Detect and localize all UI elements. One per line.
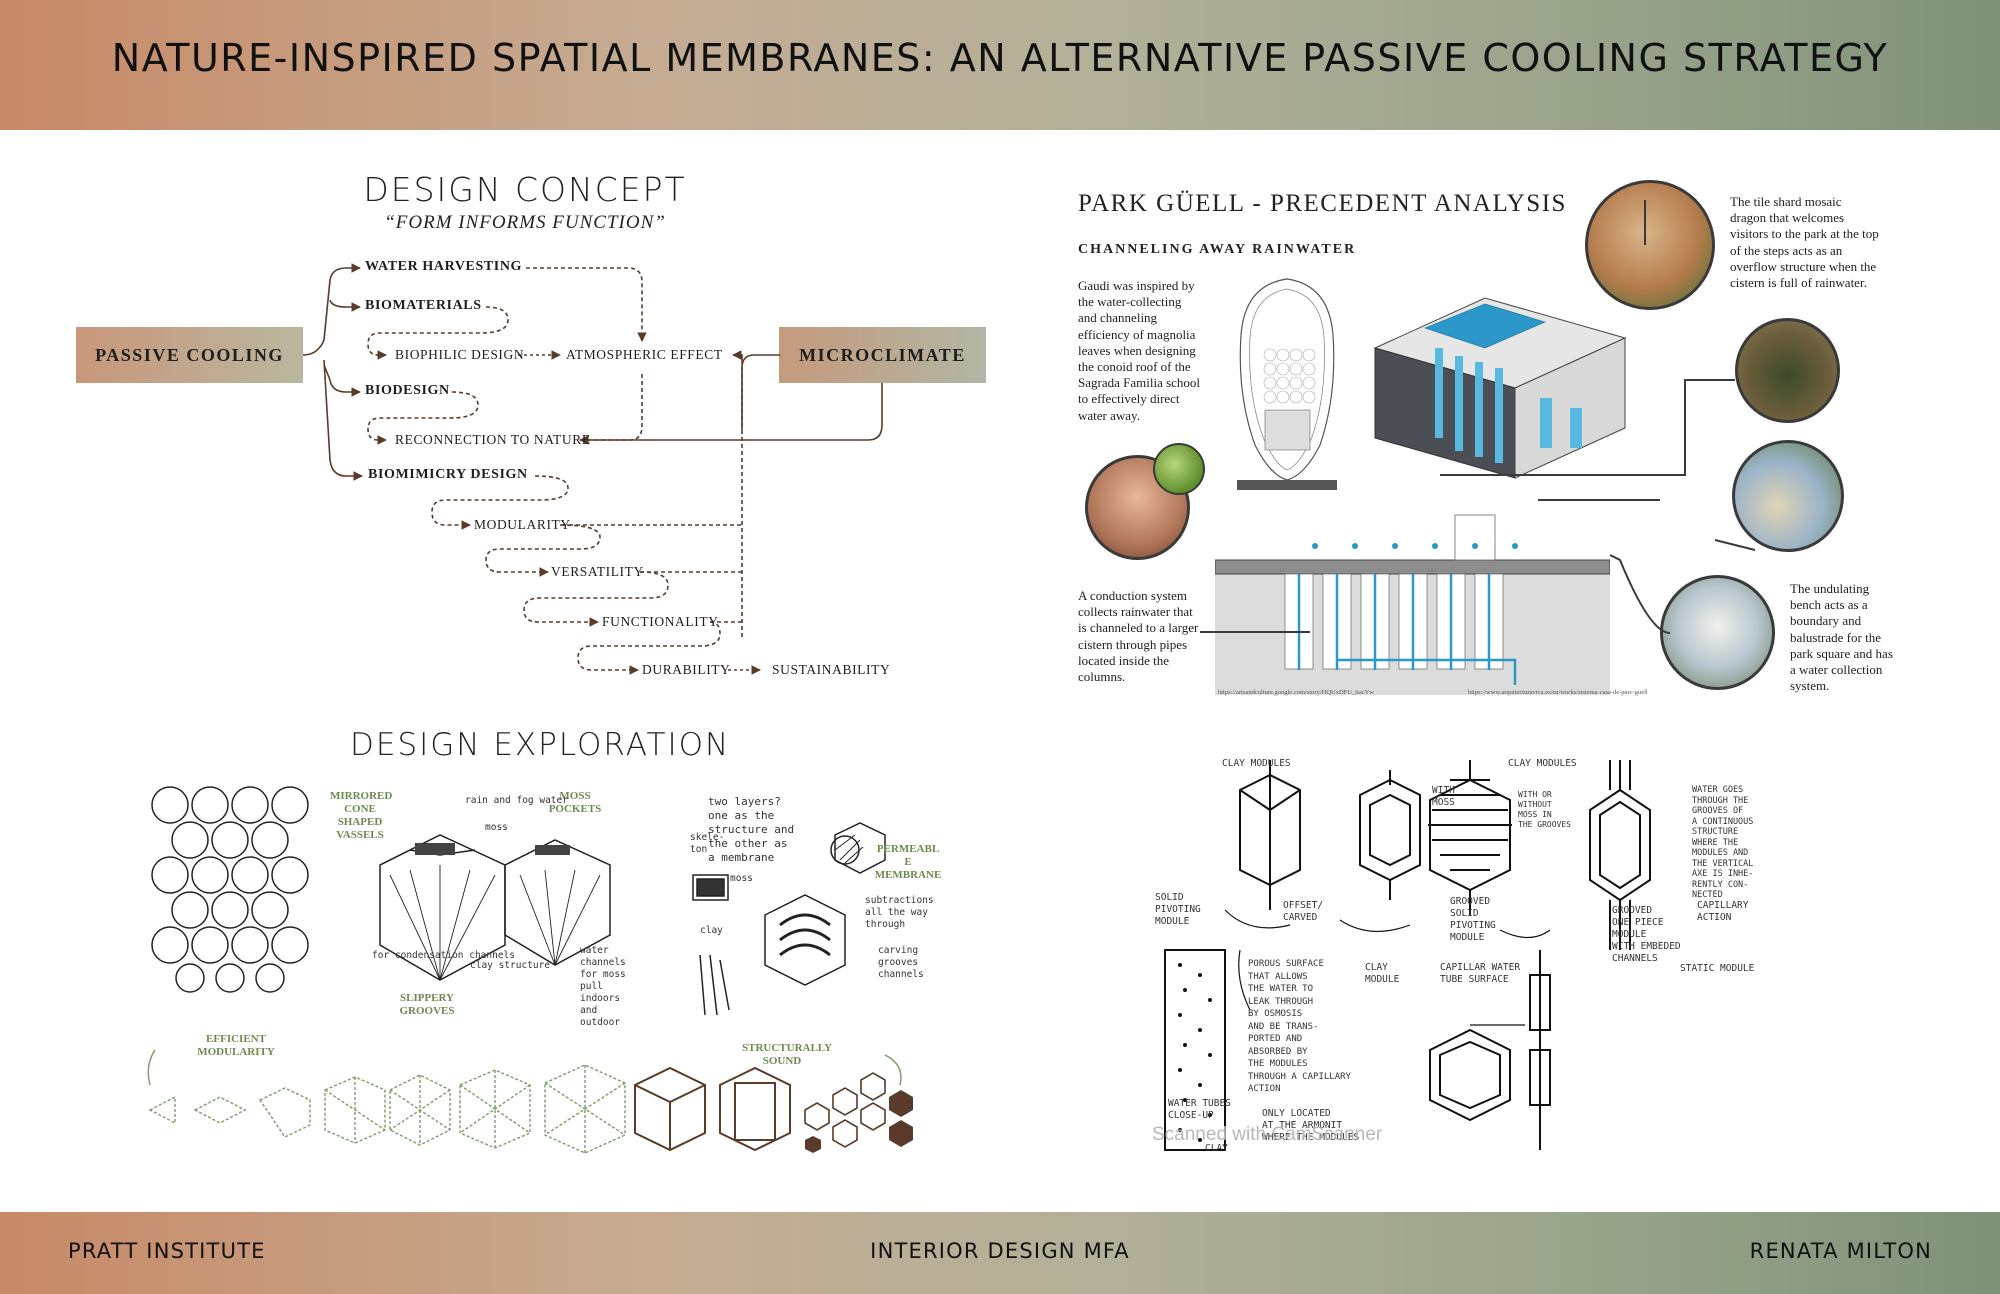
hand-two-layers: two layers? one as the structure and the… [708,795,795,864]
precedent-connectors [1200,200,1756,634]
label-offset-carved: OFFSET/ CARVED [1283,900,1324,923]
elevation-drawing [1215,514,1610,695]
footer-school: PRATT INSTITUTE [68,1239,266,1263]
hand-clay-structure: clay structure [470,960,551,971]
node-sustainability: SUSTAINABILITY [772,662,891,677]
leaf-photo-circle [1153,443,1205,495]
label-capillar-water: CAPILLAR WATER TUBE SURFACE [1440,962,1521,985]
node-versatility: VERSATILITY [551,564,644,579]
isometric-cistern-drawing [1373,297,1627,479]
page-title: NATURE-INSPIRED SPATIAL MEMBRANES: AN AL… [111,36,1889,80]
node-biodesign: BIODESIGN [365,383,450,398]
footer-program: INTERIOR DESIGN MFA [870,1239,1130,1263]
dragon-photo-circle [1585,180,1715,310]
label-with-or-without-moss: WITH OR WITHOUT MOSS IN THE GROOVES [1518,790,1571,829]
node-water-harvesting: WATER HARVESTING [365,259,523,274]
design-concept-title: DESIGN CONCEPT [363,170,687,209]
note-slippery-grooves: SLIPPERY GROOVES [399,992,455,1017]
node-durability: DURABILITY [642,662,731,677]
design-concept-subtitle: “FORM INFORMS FUNCTION” [384,212,666,233]
header-band [0,0,2000,130]
label-solid-pivoting: SOLID PIVOTING MODULE [1155,892,1201,927]
modularity-row-sketch [147,1049,913,1154]
node-modularity: MODULARITY [474,517,571,532]
label-water-goes: WATER GOES THROUGH THE GROOVES OF A CONT… [1692,785,1754,900]
cone-vessel-sketch [379,834,611,981]
node-functionality: FUNCTIONALITY [602,614,719,629]
membrane-sketch [692,822,886,1016]
label-clay-2: CLAY [1205,1143,1228,1154]
node-atmospheric-effect: ATMOSPHERIC EFFECT [566,347,723,362]
footer-author: RENATA MILTON [1749,1239,1932,1263]
url-right: https://www.arquitecturaviva.es/en/works… [1468,689,1648,696]
hand-moss-2: moss [730,873,753,884]
camscanner-watermark: Scanned with CamScanner [1152,1124,1383,1145]
concept-flow-diagram [302,263,883,675]
park-guell-subtitle: CHANNELING AWAY RAINWATER [1078,242,1357,257]
node-biomaterials: BIOMATERIALS [365,298,482,313]
hand-moss: moss [485,822,508,833]
sagrada-plan-drawing [1237,278,1337,490]
note-efficient-modularity: EFFICIENT MODULARITY [197,1033,275,1058]
node-biomimicry-design: BIOMIMICRY DESIGN [368,467,528,482]
label-grooved-one-piece: GROOVED ONE PIECE MODULE WITH EMBEDED CH… [1612,905,1681,964]
label-porous-surface: POROUS SURFACE THAT ALLOWS THE WATER TO … [1248,959,1351,1094]
label-only-located: ONLY LOCATED AT THE ARMONIT WHERE THE MO… [1262,1108,1360,1143]
label-static-module: STATIC MODULE [1680,963,1755,974]
design-exploration-title: DESIGN EXPLORATION [350,727,731,763]
url-left: https://artsandculture.google.com/story/… [1218,689,1374,696]
label-grooved-solid: GROOVED SOLID PIVOTING MODULE [1450,896,1496,943]
hand-skeleton: skele- ton [690,832,725,855]
bench-photo-circle [1660,575,1775,690]
hand-rain-fog: rain and fog water [465,795,568,806]
passive-cooling-box: PASSIVE COOLING [76,327,303,383]
passive-cooling-label: PASSIVE COOLING [95,344,284,365]
module-sketches [1164,760,1651,1151]
hand-carving: carving grooves channels [878,945,924,980]
node-biophilic-design: BIOPHILIC DESIGN [395,347,525,362]
mosaic-photo-circle [1732,440,1844,552]
label-clay-modules-2: CLAY MODULES [1508,758,1577,769]
dragon-text: The tile shard mosaic dragon that welcom… [1730,194,1879,291]
hand-clay: clay [700,925,723,936]
note-structurally-sound: STRUCTURALLY SOUND [742,1042,833,1067]
microclimate-box: MICROCLIMATE [779,327,986,383]
conduction-text: A conduction system collects rainwater t… [1078,588,1199,685]
hand-water-channels: water channels for moss pull indoors and… [580,945,626,1028]
microclimate-label: MICROCLIMATE [799,344,966,365]
label-water-tubes: WATER TUBES CLOSE-UP [1168,1098,1231,1121]
label-capillary-action: CAPILLARY ACTION [1697,900,1749,923]
label-with-moss: WITH MOSS [1432,785,1455,808]
park-guell-title: PARK GÜELL - PRECEDENT ANALYSIS [1078,190,1567,217]
note-moss-pockets: MOSS POCKETS [548,790,602,815]
node-reconnection-to-nature: RECONNECTION TO NATURE [395,432,591,447]
cistern-photo-circle [1735,318,1840,423]
label-clay-module: CLAY MODULE [1365,962,1400,985]
gaudi-text: Gaudi was inspired by the water-collecti… [1078,278,1201,423]
bench-text: The undulating bench acts as a boundary … [1790,581,1893,694]
circle-grid-sketch [151,786,309,993]
note-permeable-membrane: PERMEABL E MEMBRANE [874,843,942,881]
hand-subtractions: subtractions all the way through [865,895,934,930]
label-clay-modules-1: CLAY MODULES [1222,758,1291,769]
footer-band [0,1212,2000,1294]
hand-condensation: for condensation channels [372,950,515,961]
note-mirrored-cone: MIRRORED CONE SHAPED VASSELS [330,790,393,841]
